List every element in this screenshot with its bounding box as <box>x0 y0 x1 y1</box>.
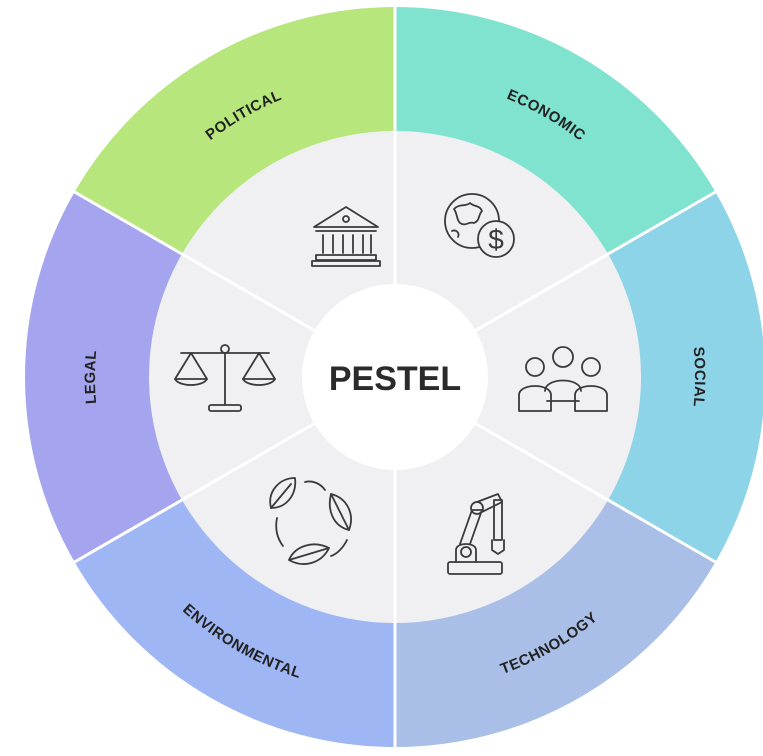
divider-line <box>72 422 316 565</box>
globe-dollar-icon: $ <box>444 193 515 258</box>
segment-dividers <box>72 5 718 749</box>
svg-text:$: $ <box>488 224 504 255</box>
label-social: SOCIAL <box>690 346 708 408</box>
center-title: PESTEL <box>329 360 461 398</box>
robotic-arm-icon <box>447 493 505 575</box>
outer-ring <box>25 7 763 747</box>
people-group-icon <box>518 346 608 412</box>
divider-line <box>474 422 718 565</box>
segment-environmental <box>74 499 395 747</box>
segment-economic <box>395 7 716 255</box>
scales-icon <box>174 344 276 412</box>
segment-social <box>606 192 763 562</box>
recycle-leaves-icon <box>269 477 352 565</box>
segment-technology <box>395 499 716 747</box>
label-legal: LEGAL <box>82 349 100 404</box>
center-circle <box>302 284 488 470</box>
segment-legal <box>25 192 184 562</box>
divider-line <box>72 189 316 332</box>
government-building-icon <box>311 206 381 267</box>
divider-line <box>474 189 718 332</box>
segment-political <box>74 7 395 255</box>
